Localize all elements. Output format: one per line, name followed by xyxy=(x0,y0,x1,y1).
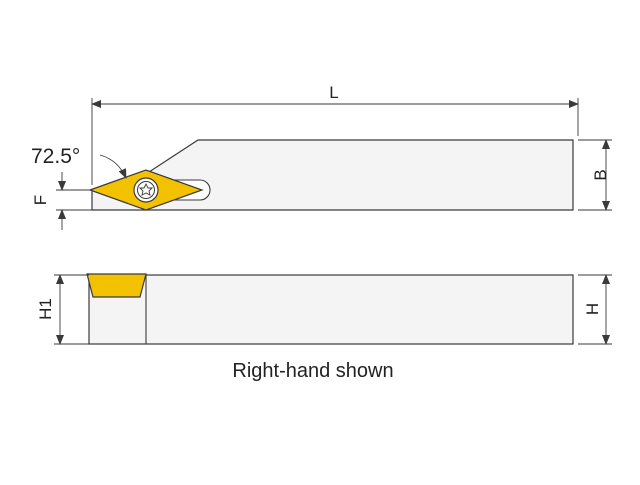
insert-side-icon xyxy=(86,273,147,298)
dimension-h1: H1 xyxy=(36,274,89,345)
holder-body-side xyxy=(88,274,574,345)
dimension-h-label: H xyxy=(583,303,602,315)
top-view xyxy=(88,139,574,211)
angle-label: 72.5° xyxy=(31,145,80,168)
dimension-angle: 72.5° xyxy=(31,145,127,179)
dimension-l: L xyxy=(91,83,579,185)
dimension-f-label: F xyxy=(31,195,50,205)
caption: Right-hand shown xyxy=(232,360,393,382)
dimension-h: H xyxy=(578,274,612,345)
dimension-l-label: L xyxy=(329,83,338,102)
dimension-b-label: B xyxy=(591,169,610,180)
side-view xyxy=(86,273,574,345)
dimension-h1-label: H1 xyxy=(36,298,55,320)
torx-screw-icon xyxy=(133,177,159,203)
dimension-f: F xyxy=(31,172,92,230)
dimension-b: B xyxy=(578,139,612,211)
